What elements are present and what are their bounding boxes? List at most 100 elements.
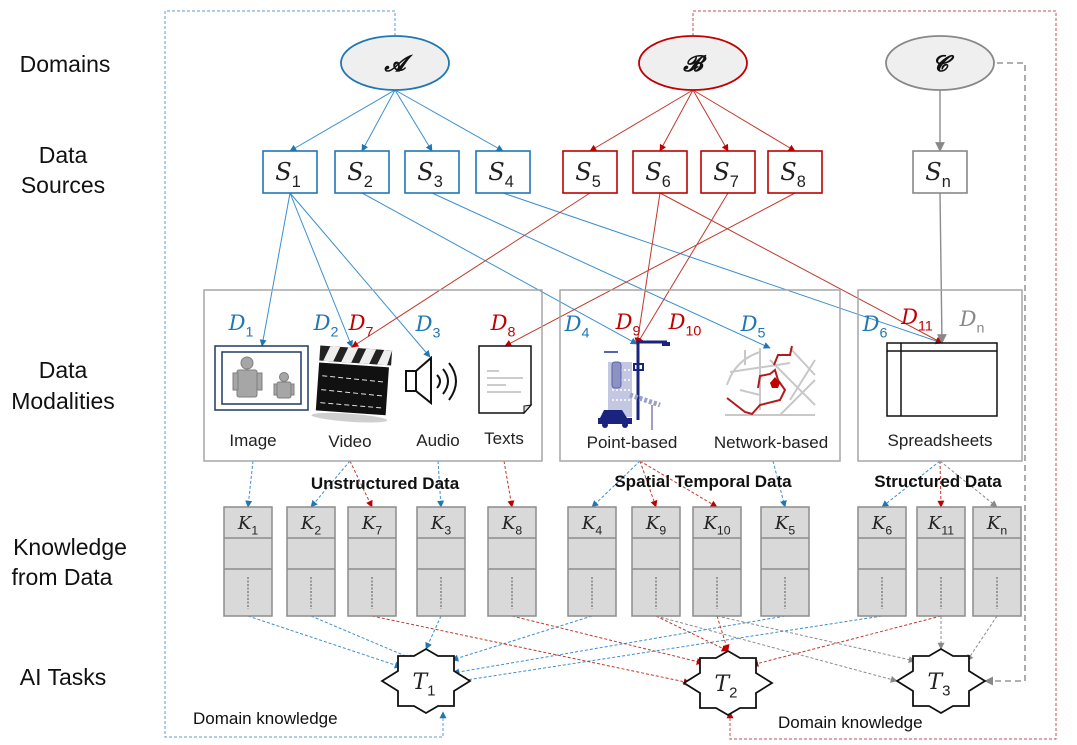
dataset-label-d1: D1 xyxy=(228,311,254,340)
edge-s2-point xyxy=(361,192,638,345)
dataset-label-d11: D11 xyxy=(900,305,933,334)
domain-knowledge-path-b xyxy=(692,10,1057,740)
knowledge-box xyxy=(223,506,273,617)
domain-ellipse xyxy=(885,35,995,91)
task-star-shape xyxy=(682,649,774,717)
dataset-label-d4: D4 xyxy=(564,312,590,341)
source-node-s2: S2 xyxy=(334,150,390,194)
source-node-s1: S1 xyxy=(262,150,318,194)
dataset-label-d2: D2 xyxy=(313,311,339,340)
edge-b-s6 xyxy=(659,89,694,152)
edges-layer xyxy=(245,89,998,686)
source-box xyxy=(912,150,968,194)
domain-node-c: 𝓒 xyxy=(885,35,995,91)
edge-k9-t2 xyxy=(655,615,729,652)
knowledge-column-k8: K8 xyxy=(487,506,537,617)
edge-b-s7 xyxy=(692,89,729,152)
image-icon xyxy=(214,345,309,411)
knowledge-label: K6 xyxy=(871,513,892,537)
edge-point-k9 xyxy=(639,460,658,508)
task-label: T3 xyxy=(927,670,950,700)
domain-knowledge-path-c xyxy=(984,62,1026,686)
source-label: S2 xyxy=(347,158,373,191)
knowledge-box xyxy=(857,506,907,617)
knowledge-box xyxy=(487,506,537,617)
speaker-icon xyxy=(405,355,457,406)
domain-knowledge-label-a: Domain knowledge xyxy=(193,709,338,728)
edge-network-k5 xyxy=(772,460,787,508)
edge-s1-audio xyxy=(289,192,431,358)
dataset-label-d7: D7 xyxy=(348,311,374,340)
dataset-label-d9: D9 xyxy=(615,310,641,339)
clapperboard-icon xyxy=(311,345,393,423)
edge-sheet-k6 xyxy=(881,460,941,508)
edge-audio-k3 xyxy=(437,460,445,508)
source-node-s3: S3 xyxy=(404,150,460,194)
modality-caption-network: Network-based xyxy=(714,433,828,452)
source-box xyxy=(475,150,531,194)
edge-a-s3 xyxy=(394,89,433,152)
domain-ellipse xyxy=(340,35,450,91)
source-node-s4: S4 xyxy=(475,150,531,194)
knowledge-box xyxy=(760,506,810,617)
edge-k7-t2 xyxy=(371,615,691,686)
edge-s1-video xyxy=(289,192,353,348)
domain-knowledge-label-b: Domain knowledge xyxy=(778,713,923,732)
edge-video-k7 xyxy=(349,460,373,508)
group-label-spatial: Spatial Temporal Data xyxy=(614,472,792,491)
dataset-label-d8: D8 xyxy=(490,311,516,340)
modality-caption-sheet: Spreadsheets xyxy=(888,431,993,450)
knowledge-box xyxy=(916,506,966,617)
edge-k3-t1 xyxy=(425,615,442,650)
edge-kn-t3 xyxy=(966,615,998,662)
road-network-icon xyxy=(725,345,816,416)
row-label-knowledge-line1: Knowledge xyxy=(13,534,127,560)
edge-sheet-k11 xyxy=(937,460,945,508)
dataset-label-dn: Dn xyxy=(959,307,985,336)
row-label-data-modalities-line1: Data xyxy=(39,357,88,383)
source-label: S8 xyxy=(780,158,806,191)
knowledge-box xyxy=(416,506,466,617)
modality-caption-texts: Texts xyxy=(484,429,524,448)
domain-knowledge-paths: Domain knowledge Domain knowledge xyxy=(164,10,1057,740)
knowledge-column-k2: K2 xyxy=(286,506,336,617)
group-label-unstructured: Unstructured Data xyxy=(311,474,460,493)
modality-caption-point: Point-based xyxy=(587,433,678,452)
source-box xyxy=(404,150,460,194)
spreadsheet-icon xyxy=(886,342,998,417)
edge-k6-t1 xyxy=(459,615,883,684)
knowledge-label: Kn xyxy=(986,513,1007,537)
domain-node-a: 𝓐 xyxy=(340,35,450,91)
knowledge-label: K1 xyxy=(237,513,258,537)
edge-b-s5 xyxy=(589,89,694,152)
dataset-label-d10: D10 xyxy=(668,310,702,339)
edge-s7-point xyxy=(636,192,729,345)
edge-s6-point xyxy=(634,192,661,345)
source-box xyxy=(767,150,823,194)
source-label: S1 xyxy=(275,158,301,191)
knowledge-column-k3: K3 xyxy=(416,506,466,617)
dataset-label-d3: D3 xyxy=(415,312,441,341)
source-box xyxy=(700,150,756,194)
edge-k2-t1 xyxy=(310,615,416,661)
source-node-s6: S6 xyxy=(632,150,688,194)
source-node-sn: Sn xyxy=(912,150,968,194)
edge-s8-texts xyxy=(504,192,796,347)
source-label: Sn xyxy=(925,158,951,191)
row-label-knowledge-line2: from Data xyxy=(12,564,113,590)
source-node-s7: S7 xyxy=(700,150,756,194)
knowledge-column-kn: Kn xyxy=(972,506,1022,617)
edge-k5-t1 xyxy=(452,615,786,676)
knowledge-column-k6: K6 xyxy=(857,506,907,617)
knowledge-box xyxy=(692,506,742,617)
source-label: S6 xyxy=(645,158,671,191)
source-label: S7 xyxy=(713,158,739,191)
knowledge-box xyxy=(972,506,1022,617)
modality-caption-image: Image xyxy=(229,431,276,450)
edge-s1-image xyxy=(259,192,291,347)
row-label-data-sources-line1: Data xyxy=(39,142,88,168)
